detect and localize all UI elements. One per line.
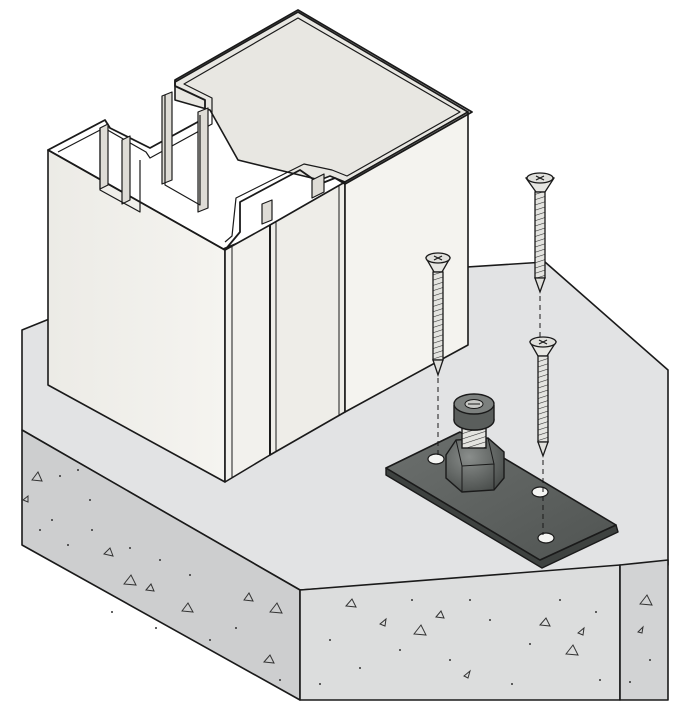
post-top-inner-rim [57,17,461,243]
base-plate-top [385,431,617,561]
footing-right-face [619,559,669,701]
anchor-screw-1 [425,252,451,455]
leveling-bolt-icon [445,393,505,493]
concrete-dots [39,469,651,685]
anchor-screw-icon [425,172,557,535]
post-profile-icon [47,9,473,483]
anchor-screw-3 [529,336,557,535]
base-plate-holes [427,453,555,544]
concrete-aggregate-texture [22,471,653,679]
post-inner-back-wall [174,11,469,183]
adjustable-base-plate-icon [385,431,619,569]
anchor-screw-2 [525,172,555,338]
post-top-rim [47,9,473,251]
post-channel-face-2 [269,181,346,456]
